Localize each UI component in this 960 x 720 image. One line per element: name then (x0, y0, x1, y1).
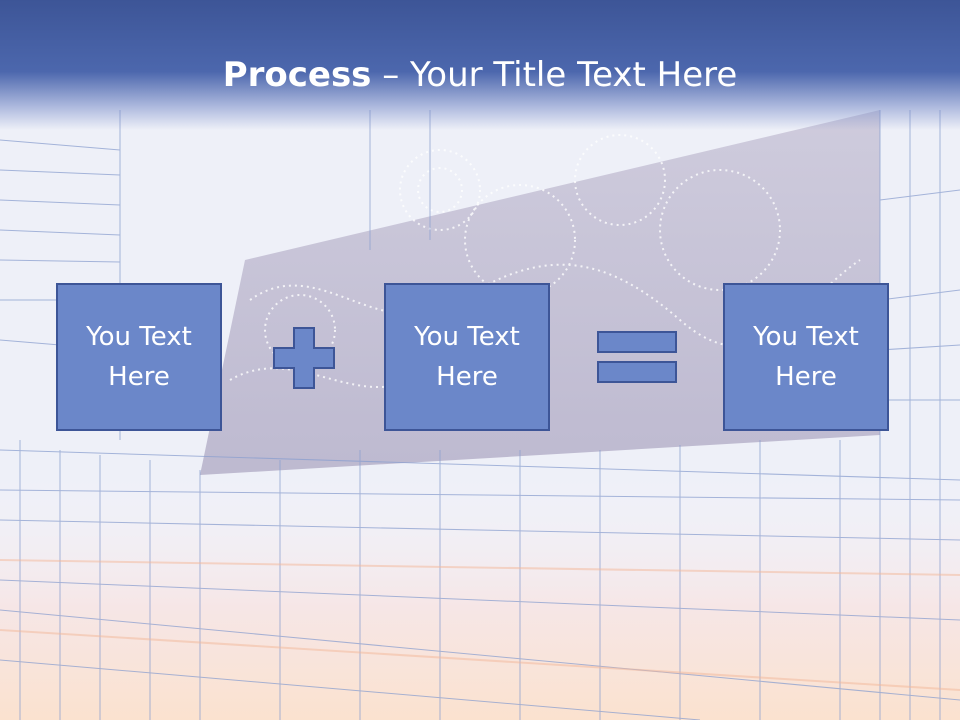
title-rest: – Your Title Text Here (371, 55, 738, 95)
process-box-1[interactable]: You Text Here (56, 283, 222, 431)
plus-icon (273, 327, 335, 389)
title-bar (0, 0, 960, 130)
process-box-3[interactable]: You Text Here (723, 283, 889, 431)
process-box-1-label: You Text Here (86, 322, 192, 392)
process-box-3-label: You Text Here (753, 322, 859, 392)
process-box-2-label: You Text Here (414, 322, 520, 392)
slide-title[interactable]: Process – Your Title Text Here (0, 52, 960, 98)
process-box-2[interactable]: You Text Here (384, 283, 550, 431)
title-bold: Process (222, 55, 372, 95)
equals-icon (597, 331, 677, 383)
